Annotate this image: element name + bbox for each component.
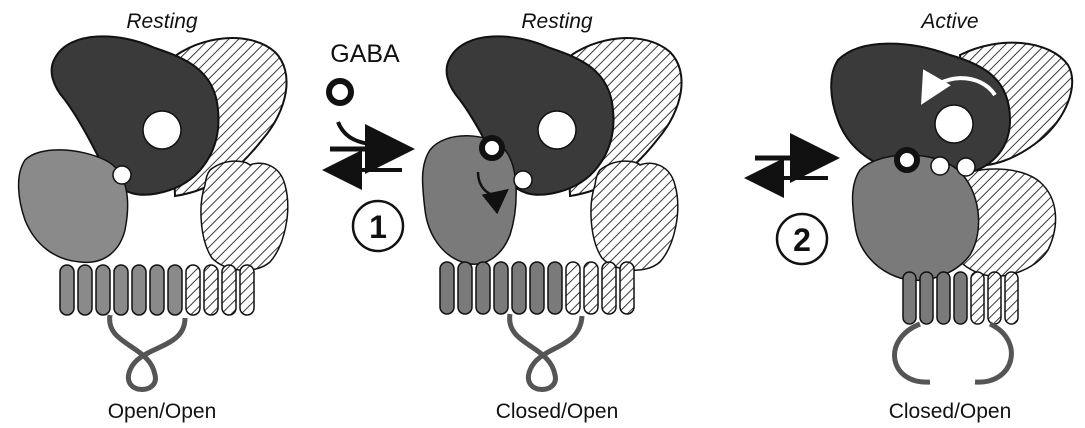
cleft-white-small: [514, 171, 532, 189]
receptor-state-1: Resting Open/Open: [19, 10, 288, 423]
receptor-state-2: Resting Closed/Open: [423, 10, 682, 423]
conformation-label-2: Closed/Open: [496, 400, 619, 423]
state-label-2: Resting: [521, 10, 593, 33]
cleft-white-small-a: [931, 157, 949, 175]
conformation-label-3: Closed/Open: [889, 400, 1012, 423]
state-label-3: Active: [919, 10, 978, 33]
binding-cleft-upper: [143, 111, 181, 149]
gaba-bound-ligand: [897, 150, 917, 170]
cleft-white-small-b: [957, 158, 975, 176]
transition-step-1: GABA 1: [329, 40, 405, 251]
vft-lower-gray: [19, 150, 128, 263]
state-label-1: Resting: [126, 10, 198, 33]
transmembrane-bundle-1: [60, 265, 254, 389]
vft-lower-hatched: [591, 161, 678, 270]
step-number-2: 2: [793, 222, 811, 258]
vft-lower-hatched: [201, 161, 288, 270]
binding-arrow-curve: [338, 122, 380, 146]
gaba-ligand: [329, 81, 351, 103]
cleft-white-small: [113, 166, 131, 184]
binding-cleft-upper: [538, 111, 576, 149]
gaba-bound-ligand: [482, 138, 502, 158]
transition-step-2: 2: [752, 158, 830, 264]
step-number-1: 1: [369, 209, 387, 245]
transmembrane-bundle-3: [895, 272, 1018, 382]
conformation-label-1: Open/Open: [108, 400, 217, 423]
receptor-state-3: Active Closed/Open: [831, 10, 1072, 423]
transmembrane-bundle-2: [440, 262, 634, 389]
gaba-label: GABA: [330, 40, 400, 68]
binding-cleft-upper: [935, 105, 973, 143]
